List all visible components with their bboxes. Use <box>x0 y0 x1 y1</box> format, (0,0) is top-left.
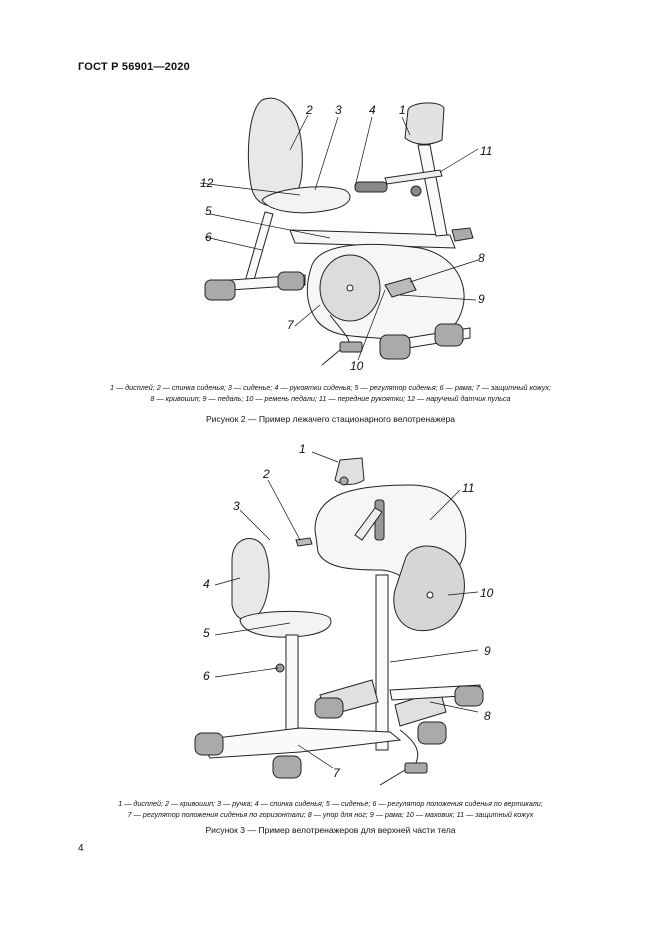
callout-3-4: 4 <box>203 577 210 591</box>
figure-3-legend-line-2: 7 — регулятор положения сиденья по гориз… <box>127 810 534 819</box>
callout-3-6: 6 <box>203 669 210 683</box>
callout-2-1: 1 <box>399 103 406 117</box>
figure-2-title: Рисунок 2 — Пример лежачего стационарног… <box>205 414 456 424</box>
callout-3-5: 5 <box>203 626 210 640</box>
recumbent-bike-illustration: 1 2 3 4 5 6 7 8 9 10 11 12 <box>199 97 492 373</box>
callout-2-9: 9 <box>478 292 485 306</box>
callout-3-10: 10 <box>480 586 494 600</box>
upper-body-exerciser-illustration: 1 2 3 4 5 6 7 8 9 10 11 <box>194 442 494 786</box>
callout-3-8: 8 <box>484 709 491 723</box>
callout-2-12: 12 <box>200 176 214 190</box>
callout-3-3: 3 <box>233 499 240 513</box>
callout-2-3: 3 <box>335 103 342 117</box>
callout-2-10: 10 <box>350 359 364 373</box>
figure-3-drawing: 1 2 3 4 5 6 7 8 9 10 11 <box>0 440 661 795</box>
callout-3-2: 2 <box>262 467 270 481</box>
figure-2-legend: 1 — дисплей; 2 — спинка сиденья; 3 — сид… <box>60 382 601 404</box>
callout-2-11: 11 <box>480 144 492 158</box>
callout-2-4: 4 <box>369 103 376 117</box>
figure-2-legend-line-2: 8 — кривошип; 9 — педаль; 10 — ремень пе… <box>150 394 511 403</box>
callout-2-6: 6 <box>205 230 212 244</box>
standard-designation: ГОСТ Р 56901—2020 <box>78 61 190 73</box>
callout-3-9: 9 <box>484 644 491 658</box>
figure-3-legend-line-1: 1 — дисплей; 2 — кривошип; 3 — ручка; 4 … <box>118 799 543 808</box>
callout-2-2: 2 <box>305 103 313 117</box>
callout-2-7: 7 <box>287 318 295 332</box>
page-number: 4 <box>78 843 84 854</box>
callout-3-1: 1 <box>299 442 306 456</box>
figure-3-title: Рисунок 3 — Пример велотренажеров для ве… <box>205 825 456 835</box>
callout-3-7: 7 <box>333 766 341 780</box>
figure-3-legend: 1 — дисплей; 2 — кривошип; 3 — ручка; 4 … <box>60 798 601 820</box>
callout-2-8: 8 <box>478 251 485 265</box>
figure-2-legend-line-1: 1 — дисплей; 2 — спинка сиденья; 3 — сид… <box>110 383 551 392</box>
callout-2-5: 5 <box>205 204 212 218</box>
figure-2-drawing: 1 2 3 4 5 6 7 8 9 10 11 12 <box>0 90 661 380</box>
callout-3-11: 11 <box>462 481 474 495</box>
